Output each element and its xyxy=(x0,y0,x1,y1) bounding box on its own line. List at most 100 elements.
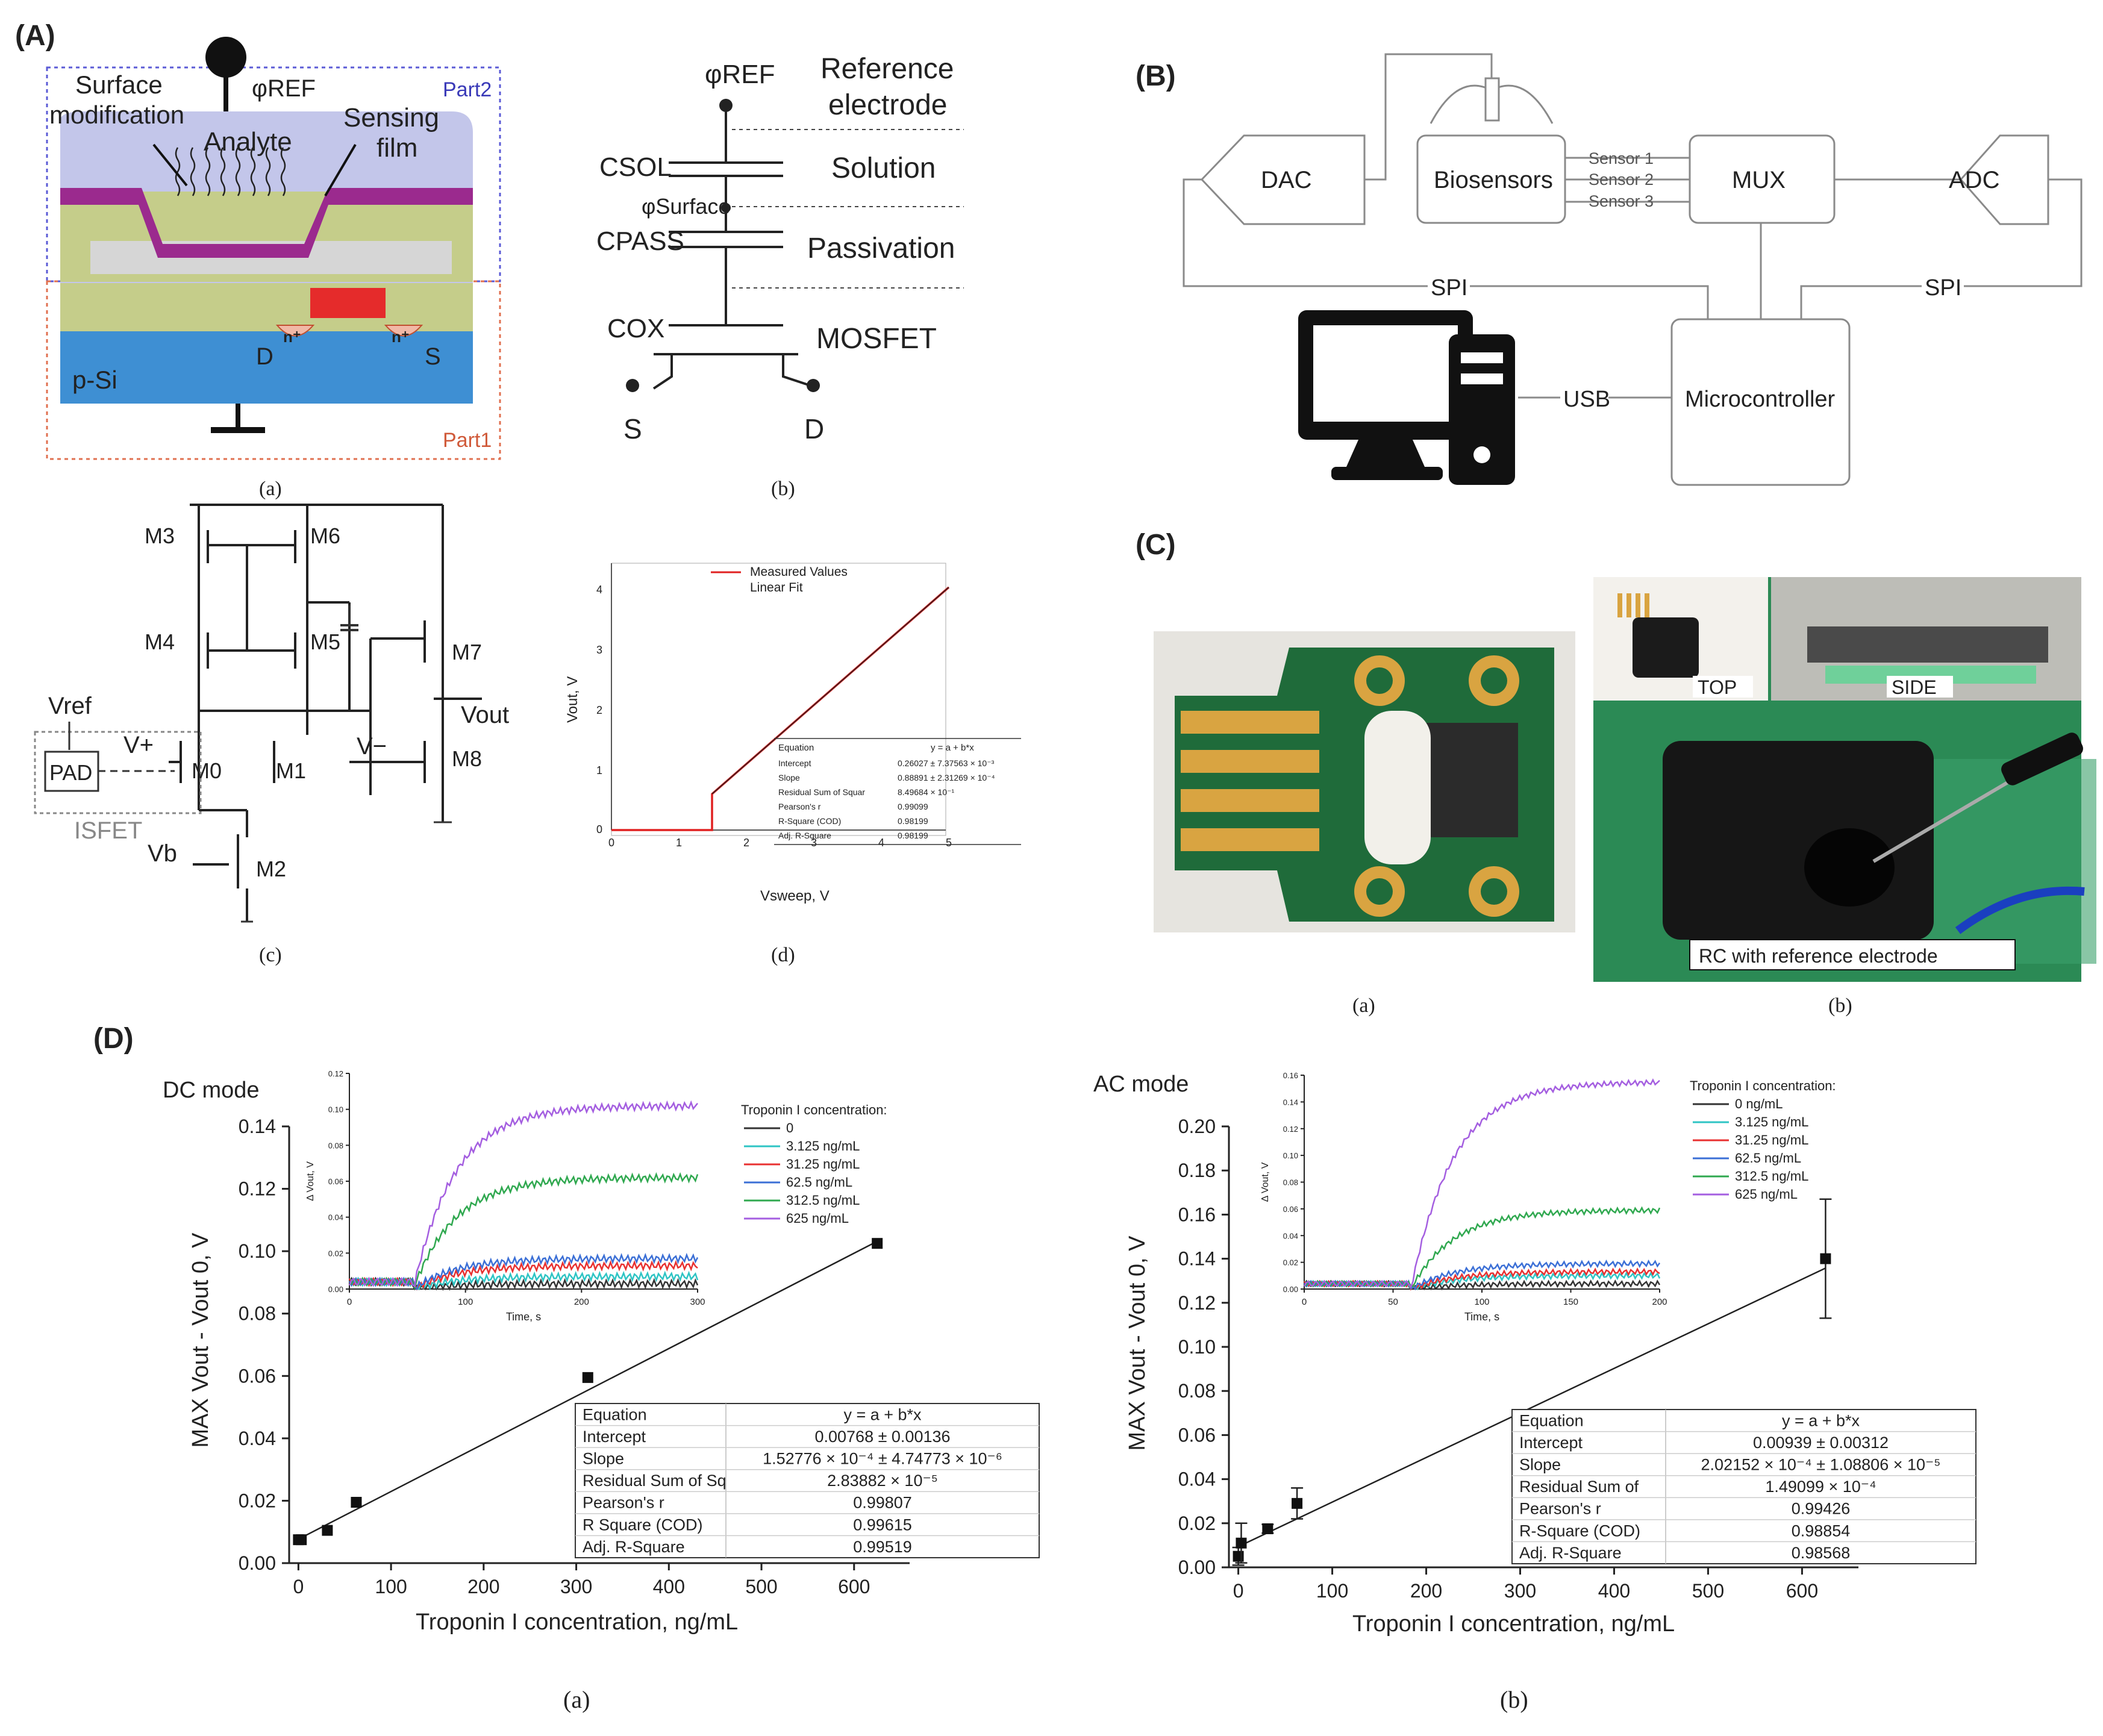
y-tick-label: 0.12 xyxy=(1178,1292,1216,1314)
y-axis-label: MAX Vout - Vout 0, V xyxy=(1125,1235,1150,1451)
fit-table-value: 0.99519 xyxy=(853,1538,912,1556)
cap-s-label: S xyxy=(623,413,642,445)
legend-measured: Measured Values xyxy=(750,565,848,579)
phi-surface-label: φSurface xyxy=(642,194,730,219)
readout-circuit: M3 M6 M4 M5 M7 M8 M0 M1 M2 Vref V+ V− Vo… xyxy=(34,504,509,923)
y-tick-label: 0.08 xyxy=(239,1303,276,1325)
mosfet-label: MOSFET xyxy=(816,323,937,355)
x-tick-label: 0 xyxy=(1233,1580,1244,1602)
isfet-label: ISFET xyxy=(74,817,142,844)
sensor3-label: Sensor 3 xyxy=(1589,192,1654,210)
boundary-lines xyxy=(732,129,964,289)
fit-table-label: Adj. R-Square xyxy=(1519,1544,1622,1562)
y-tick-label: 0.20 xyxy=(1178,1116,1216,1137)
fit-line xyxy=(1238,1267,1826,1547)
c-sol-label: CSOL xyxy=(599,152,672,182)
svg-text:4: 4 xyxy=(878,837,884,849)
side-label: SIDE xyxy=(1892,676,1937,698)
electrode-holder xyxy=(2001,732,2083,785)
fit-table-label: Intercept xyxy=(583,1428,646,1446)
inset-y-tick-label: 0.02 xyxy=(1283,1258,1298,1267)
fit-table xyxy=(575,1403,1040,1558)
reference-electrode-icon xyxy=(205,37,246,78)
table-header: y = a + b*x xyxy=(931,743,974,753)
inset-x-tick-label: 300 xyxy=(690,1297,705,1307)
fit-table-label: Equation xyxy=(583,1405,647,1423)
vb-label: Vb xyxy=(148,840,177,867)
inset-legend-label: 62.5 ng/mL xyxy=(786,1175,852,1190)
isfet-box xyxy=(34,731,202,814)
inset-y-label: Δ Vout, V xyxy=(1260,1162,1270,1202)
fit-table-label: Pearson's r xyxy=(583,1494,664,1512)
label-bg xyxy=(1922,270,1964,300)
part2-label: Part2 xyxy=(443,78,492,101)
c-pass-label: CPASS xyxy=(596,226,684,256)
table-row-value: 0.88891 ± 2.31269 × 10⁻⁴ xyxy=(898,773,995,782)
inset-series-line xyxy=(348,1100,698,1288)
inset-x-tick-label: 200 xyxy=(1652,1297,1667,1307)
panel-label-b: (B) xyxy=(1136,60,1176,92)
y-tick-label: 0.14 xyxy=(239,1116,276,1137)
svg-text:2: 2 xyxy=(596,704,602,716)
y-axis-label: MAX Vout - Vout 0, V xyxy=(188,1232,213,1448)
sub-label-c-a: (a) xyxy=(1352,994,1375,1017)
data-point xyxy=(582,1372,593,1383)
y-tick-label: 0.02 xyxy=(1178,1513,1216,1534)
label-bg xyxy=(1560,382,1608,413)
sensor1-label: Sensor 1 xyxy=(1589,149,1654,167)
vplus-label: V+ xyxy=(123,732,154,758)
data-point xyxy=(1233,1550,1244,1562)
source-node xyxy=(626,379,639,392)
transfer-xlabel: Vsweep, V xyxy=(760,888,830,904)
chart-sublabel: (b) xyxy=(1500,1686,1528,1713)
m3-label: M3 xyxy=(145,523,175,548)
data-point xyxy=(1292,1497,1303,1509)
x-tick-label: 500 xyxy=(1692,1580,1724,1602)
pcb-photo-a xyxy=(1154,631,1575,932)
data-point xyxy=(322,1525,333,1536)
inset-legend-label: 3.125 ng/mL xyxy=(786,1138,860,1154)
y-tick-label: 0.08 xyxy=(1178,1380,1216,1402)
fit-table-value: 1.52776 × 10⁻⁴ ± 4.74773 × 10⁻⁶ xyxy=(763,1450,1002,1468)
pointer-arrow xyxy=(152,143,188,187)
m1-label: M1 xyxy=(276,758,306,783)
inset-x-tick-label: 100 xyxy=(458,1297,473,1307)
x-tick-label: 100 xyxy=(375,1576,407,1597)
inset-legend-label: 0 xyxy=(786,1120,793,1135)
fit-table-value: 0.00939 ± 0.00312 xyxy=(1753,1434,1889,1452)
sensing-label-2: film xyxy=(377,133,417,163)
inset-x-label: Time, s xyxy=(506,1311,541,1323)
fit-table-label: Pearson's r xyxy=(1519,1500,1601,1518)
inset-y-tick-label: 0.16 xyxy=(1283,1071,1298,1080)
solution-label: Solution xyxy=(831,152,936,184)
table-row-value: 8.49684 × 10⁻¹ xyxy=(898,787,955,797)
cap-phi-ref: φREF xyxy=(705,60,775,89)
gate-electrode xyxy=(310,288,386,318)
y-tick-label: 0.04 xyxy=(1178,1469,1216,1490)
label-bg xyxy=(1887,676,1953,698)
table-row-value: 0.98199 xyxy=(898,816,928,826)
svg-text:0: 0 xyxy=(596,823,602,835)
fit-table-label: Residual Sum of Sq xyxy=(583,1472,727,1490)
reference-electrode xyxy=(1872,769,2028,863)
surface-mod-label-2: modification xyxy=(49,101,184,129)
spi-left-label: SPI xyxy=(1431,275,1467,301)
drain-lead xyxy=(782,354,811,387)
inset-y-tick-label: 0.00 xyxy=(1283,1285,1298,1294)
m6-label: M6 xyxy=(310,523,340,548)
inset-x-label: Time, s xyxy=(1464,1311,1499,1323)
x-tick-label: 200 xyxy=(1410,1580,1442,1602)
table-row-label: Adj. R-Square xyxy=(778,831,831,840)
chamber-top-icon xyxy=(1633,617,1699,678)
reference-label-2: electrode xyxy=(828,89,947,121)
svg-text:3: 3 xyxy=(596,644,602,656)
inset-y-tick-label: 0.04 xyxy=(1283,1231,1298,1240)
dac-to-sensor xyxy=(1364,53,1493,181)
fit-line xyxy=(298,1240,878,1540)
linear-fit-line xyxy=(711,587,949,795)
fit-table-value: 0.00768 ± 0.00136 xyxy=(814,1428,950,1446)
svg-text:3: 3 xyxy=(811,837,817,849)
x-tick-label: 100 xyxy=(1316,1580,1348,1602)
